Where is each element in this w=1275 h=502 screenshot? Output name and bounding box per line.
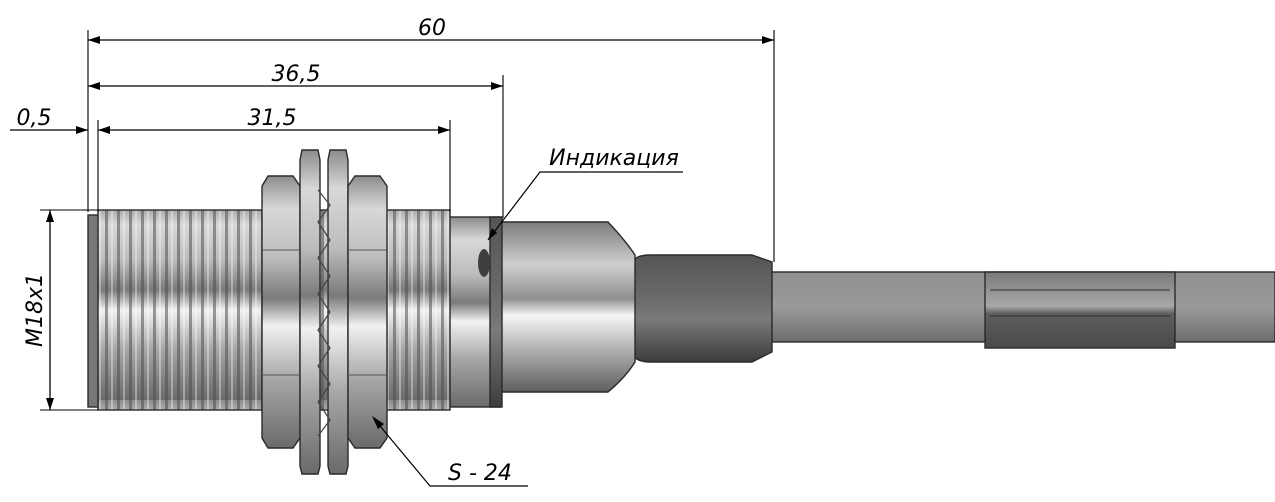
dim-overall-length: 60 (418, 16, 446, 41)
leader-lines (372, 171, 683, 487)
nut-rear (347, 175, 388, 449)
indicator-collar (447, 216, 503, 408)
dim-housing-length: 36,5 (272, 62, 321, 87)
lock-washers (299, 149, 349, 475)
dimension-lines (10, 36, 774, 410)
nut-front (261, 175, 301, 449)
cable-sleeve (984, 271, 1176, 349)
extension-lines (40, 30, 775, 411)
rear-housing (499, 221, 636, 393)
dim-thread-spec: M18x1 (23, 273, 48, 347)
cable (769, 271, 1275, 349)
callout-indicator: Индикация (549, 146, 679, 171)
cable-gland (631, 254, 773, 363)
indicator-led (478, 249, 490, 277)
dim-thread-length: 31,5 (248, 106, 297, 131)
callout-nut-size: S - 24 (448, 461, 512, 486)
dim-front-offset: 0,5 (17, 106, 52, 131)
